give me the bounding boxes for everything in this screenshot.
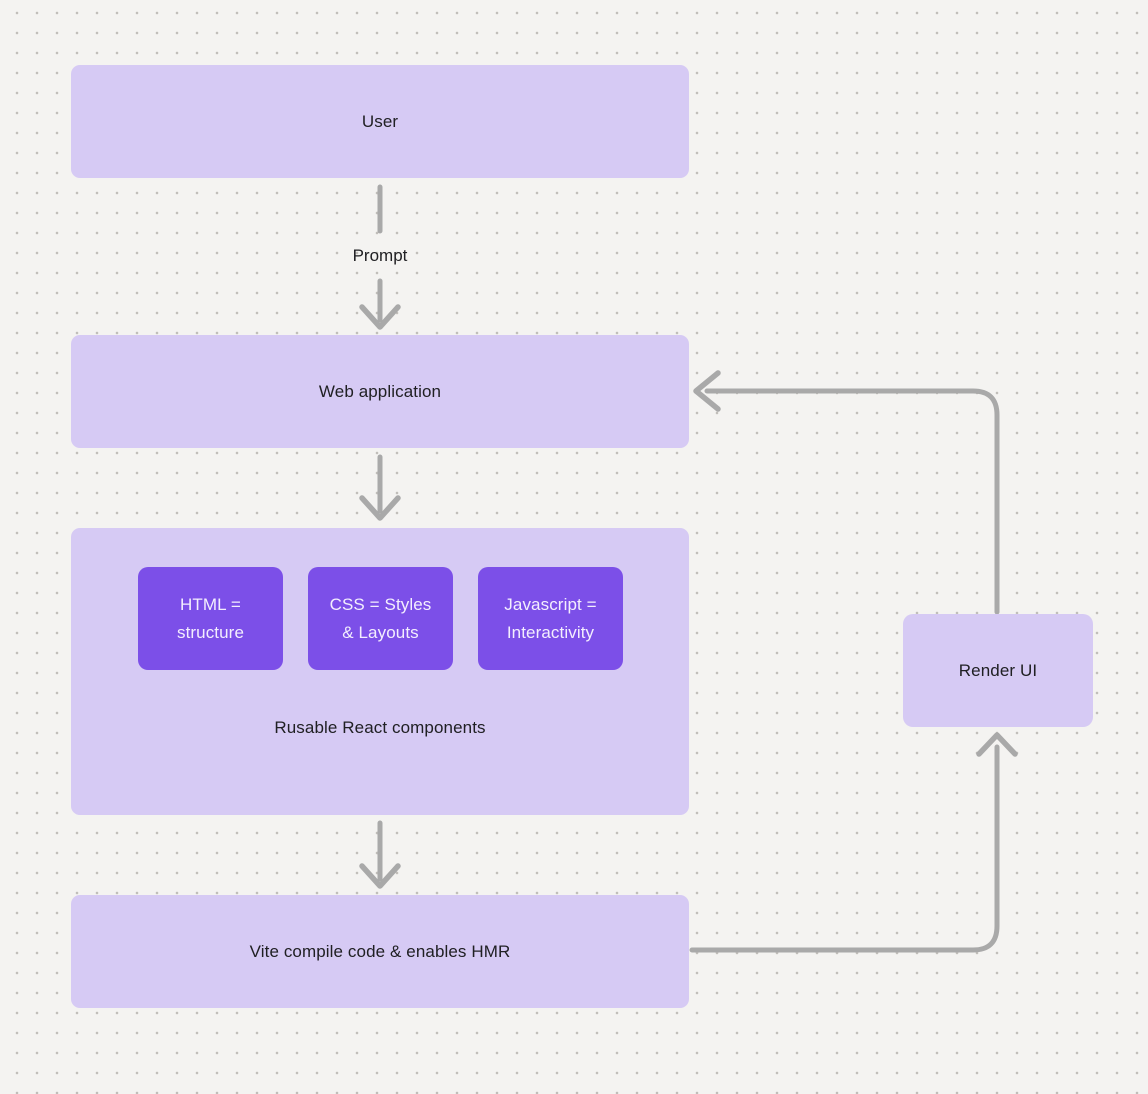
node-css[interactable]: CSS = Styles & Layouts — [308, 567, 453, 670]
arrow-shaft — [704, 388, 1000, 615]
arrowhead-down-icon — [359, 495, 401, 521]
node-user-label: User — [361, 111, 399, 131]
node-web-application-label: Web application — [318, 381, 442, 401]
node-components-group[interactable]: HTML = structure CSS = Styles & Layouts … — [71, 528, 689, 815]
node-javascript-label-line2: Interactivity — [506, 622, 595, 642]
arrowhead-up-icon — [976, 732, 1018, 757]
arrow-render-to-web — [693, 370, 1000, 615]
arrowhead-left-icon — [693, 370, 721, 412]
node-vite[interactable]: Vite compile code & enables HMR — [71, 895, 689, 1008]
node-user[interactable]: User — [71, 65, 689, 178]
components-group-caption: Rusable React components — [274, 718, 486, 737]
arrowhead-down-icon — [359, 304, 401, 330]
node-html[interactable]: HTML = structure — [138, 567, 283, 670]
arrow-components-to-vite — [359, 820, 401, 889]
arrow-vite-to-render — [689, 732, 1018, 953]
node-html-label-line1: HTML = — [180, 594, 241, 614]
node-vite-label: Vite compile code & enables HMR — [249, 941, 511, 961]
node-render-ui-label: Render UI — [958, 660, 1038, 680]
node-render-ui[interactable]: Render UI — [903, 614, 1093, 727]
node-css-label-line2: & Layouts — [342, 622, 419, 642]
arrowhead-down-icon — [359, 863, 401, 889]
node-html-label-line2: structure — [176, 622, 245, 642]
node-javascript[interactable]: Javascript = Interactivity — [478, 567, 623, 670]
arrow-shaft — [689, 744, 1000, 953]
node-javascript-label-line1: Javascript = — [504, 594, 597, 614]
node-web-application[interactable]: Web application — [71, 335, 689, 448]
node-css-label-line1: CSS = Styles — [329, 594, 432, 614]
edge-label-prompt: Prompt — [352, 246, 408, 265]
arrow-web-to-components — [359, 454, 401, 521]
